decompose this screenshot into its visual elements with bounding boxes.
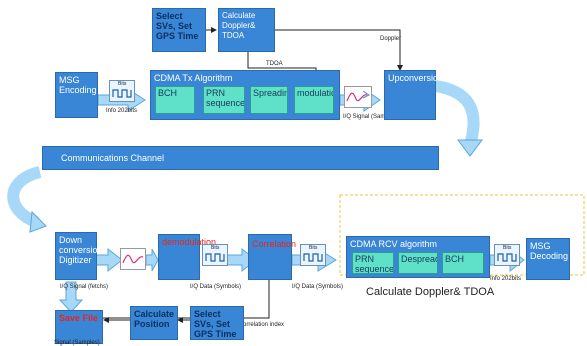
prn-rcv-block: PRN sequence — [352, 252, 394, 274]
prn-rcv-text: PRN sequence — [355, 254, 394, 274]
upconversion-text: Upconversion — [388, 73, 444, 83]
down-conversion-text: Down conversion/ Digitizer — [59, 235, 106, 265]
prn-tx-block: PRN sequence — [203, 86, 245, 114]
iq-fetchs-label: I/Q Signal (fetchs) — [60, 284, 109, 290]
comm-channel-text: Communications Channel — [61, 153, 165, 163]
save-file-text: Save File — [59, 313, 99, 323]
bch-rcv-block: BCH — [442, 252, 484, 274]
bits-icon-rx-label: Bits — [503, 245, 512, 251]
select-svs-bottom-block: Select SVs, Set GPS Time — [190, 306, 244, 340]
square-wave-icon — [112, 89, 132, 98]
arrow-down-to-save — [58, 281, 84, 313]
bits-icon-tx-label: Bits — [118, 81, 127, 87]
bits-icon-demod: Bits — [202, 244, 228, 266]
square-wave-icon — [303, 253, 323, 262]
msg-decoding-block: MSG Decoding — [526, 238, 570, 280]
msg-encoding-block: MSG Encoding — [55, 72, 98, 118]
despreading-block: Despreading — [398, 252, 438, 274]
arrow-doppler — [275, 29, 403, 71]
curve-channel-to-down — [7, 166, 42, 228]
modulation-block: modulation — [294, 86, 334, 114]
bits-icon-corr-label: Bits — [309, 245, 318, 251]
tdoa-label: TDOA — [266, 61, 283, 67]
correlation-index-label: correlation index — [240, 322, 285, 328]
msg-decoding-text: MSG Decoding — [530, 241, 569, 261]
wave-icon-rx-svg — [122, 254, 144, 264]
wave-icon-tx-svg — [346, 90, 370, 102]
correlation-text: Correlation — [252, 239, 297, 249]
doppler-label: Doppler — [380, 36, 402, 42]
prn-tx-text: PRN sequence — [206, 88, 245, 108]
cdma-rcv-title: CDMA RCV algorithm — [350, 239, 438, 249]
bch-tx-block: BCH — [155, 86, 195, 114]
calc-doppler-caption: Calculate Doppler& TDOA — [366, 286, 495, 298]
curve-channel-to-down-head — [29, 210, 47, 233]
despreading-text: Despreading — [401, 254, 437, 264]
iq-data-2-label: I/Q Data (Symbols) — [292, 284, 344, 290]
signal-samples-label: Signal (Samples) — [54, 340, 100, 346]
bits-icon-corr: Bits — [300, 244, 326, 266]
save-file-block: Save File — [55, 310, 103, 344]
bch-rcv-text: BCH — [445, 254, 465, 264]
bits-icon-demod-label: Bits — [211, 245, 220, 251]
demodulation-text: demodulation — [162, 237, 217, 247]
calc-doppler-block: Calculate Doppler& TDOA — [218, 8, 275, 52]
iq-samples-top-label: I/Q Signal (Samples) — [343, 114, 399, 120]
square-wave-icon — [205, 253, 225, 262]
info-rx-label: Info 202bits — [490, 276, 522, 282]
curve-up-to-channel — [429, 79, 480, 147]
select-svs-top-text: Select SVs, Set GPS Time — [156, 11, 199, 41]
info-tx-label: Info 202bits — [106, 108, 138, 114]
calc-position-block: Calculate Position — [130, 306, 178, 340]
bch-tx-text: BCH — [158, 88, 178, 98]
select-svs-bottom-text: Select SVs, Set GPS Time — [194, 309, 237, 339]
calc-doppler-text: Calculate Doppler& TDOA — [222, 11, 256, 40]
correlation-block: Correlation — [248, 234, 296, 280]
modulation-text: modulation — [297, 88, 333, 98]
comm-channel-block: Communications Channel — [42, 146, 439, 170]
demodulation-block: demodulation — [158, 234, 216, 280]
spreading-text: Spreading — [253, 88, 287, 98]
square-wave-icon — [497, 253, 517, 262]
select-svs-top-block: Select SVs, Set GPS Time — [152, 8, 206, 52]
bits-icon-tx: Bits — [109, 80, 135, 102]
curve-up-to-channel-head — [457, 139, 483, 157]
down-conversion-block: Down conversion/ Digitizer — [55, 232, 105, 280]
cdma-tx-title: CDMA Tx Algorithm — [154, 73, 233, 83]
iq-data-1-label: I/Q Data (Symbols) — [190, 284, 242, 290]
arrow-down-to-wave — [95, 247, 123, 273]
upconversion-block: Upconversion — [384, 70, 443, 120]
wave-icon-rx — [120, 248, 146, 270]
bits-icon-rx: Bits — [494, 244, 520, 266]
msg-encoding-text: MSG Encoding — [59, 75, 97, 95]
arrow-wave-to-demod — [145, 248, 159, 272]
spreading-block: Spreading — [250, 86, 288, 114]
wave-icon-tx — [344, 86, 372, 108]
calc-position-text: Calculate Position — [134, 309, 175, 329]
